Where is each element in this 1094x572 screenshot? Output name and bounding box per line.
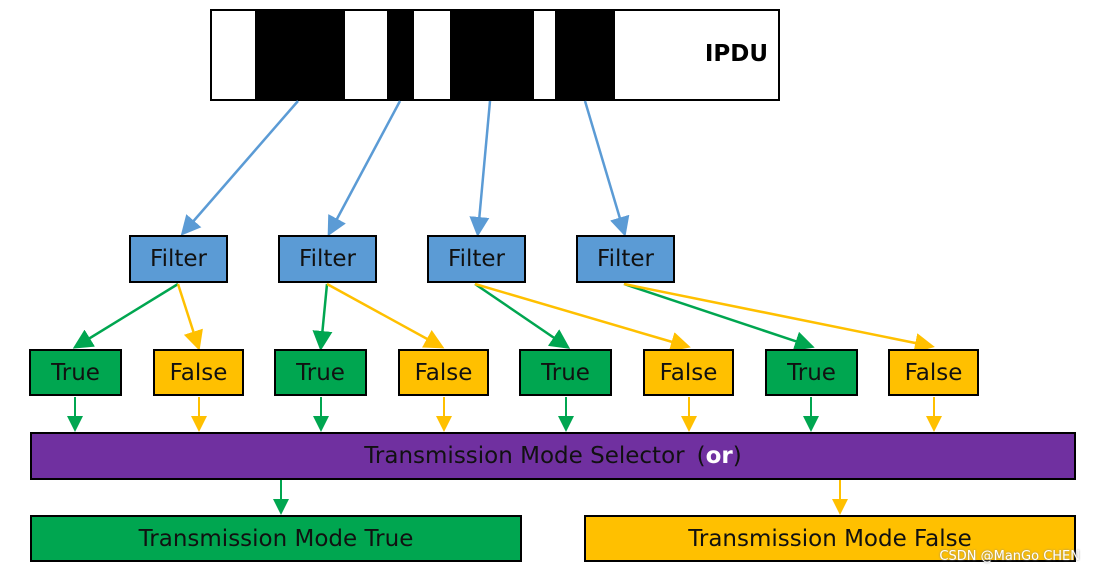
false-box-4: False [888, 349, 979, 396]
true-box-3: True [519, 349, 612, 396]
arrow-filter-4-false [623, 282, 935, 353]
ipdu-signal-block [387, 11, 414, 99]
selector-operator: or [705, 443, 733, 469]
true-box-1: True [29, 349, 122, 396]
transmission-mode-true-box: Transmission Mode True [30, 515, 522, 562]
false-box-2: False [398, 349, 489, 396]
ipdu-signal-block [555, 11, 615, 99]
arrow-filter-2-true [312, 283, 333, 351]
filter-box-4: Filter [576, 235, 675, 283]
selector-label: Transmission Mode Selector [364, 443, 685, 469]
selector-close-paren: ) [732, 443, 742, 469]
arrow-ipdu-to-filter-2 [327, 100, 402, 237]
false-box-3: False [643, 349, 734, 396]
ipdu-signal-block [450, 11, 534, 99]
arrow-filter-4-true [623, 282, 815, 351]
ipdu-label: IPDU [704, 41, 768, 67]
true-box-4: True [765, 349, 858, 396]
arrow-ipdu-to-filter-3 [469, 100, 492, 237]
ipdu-frame: IPDU [210, 9, 780, 101]
arrow-filter-3-true [474, 282, 571, 349]
false-box-1: False [153, 349, 244, 396]
selector-open-paren: ( [696, 443, 706, 469]
arrow-ipdu-to-filter-1 [180, 100, 299, 236]
arrow-filter-1-true [72, 282, 179, 349]
filter-box-1: Filter [129, 235, 228, 283]
transmission-mode-selector: Transmission Mode Selector ( or ) [30, 432, 1076, 480]
true-box-2: True [274, 349, 367, 396]
filter-box-2: Filter [278, 235, 377, 283]
arrow-filter-2-false [326, 282, 445, 349]
ipdu-signal-block [255, 11, 345, 99]
filter-box-3: Filter [427, 235, 526, 283]
arrow-ipdu-to-filter-4 [583, 100, 630, 237]
arrow-filter-3-false [474, 282, 691, 352]
arrow-filter-1-false [176, 283, 203, 351]
transmission-mode-false-box: Transmission Mode False [584, 515, 1076, 562]
watermark: CSDN @ManGo CHEN [939, 549, 1080, 564]
